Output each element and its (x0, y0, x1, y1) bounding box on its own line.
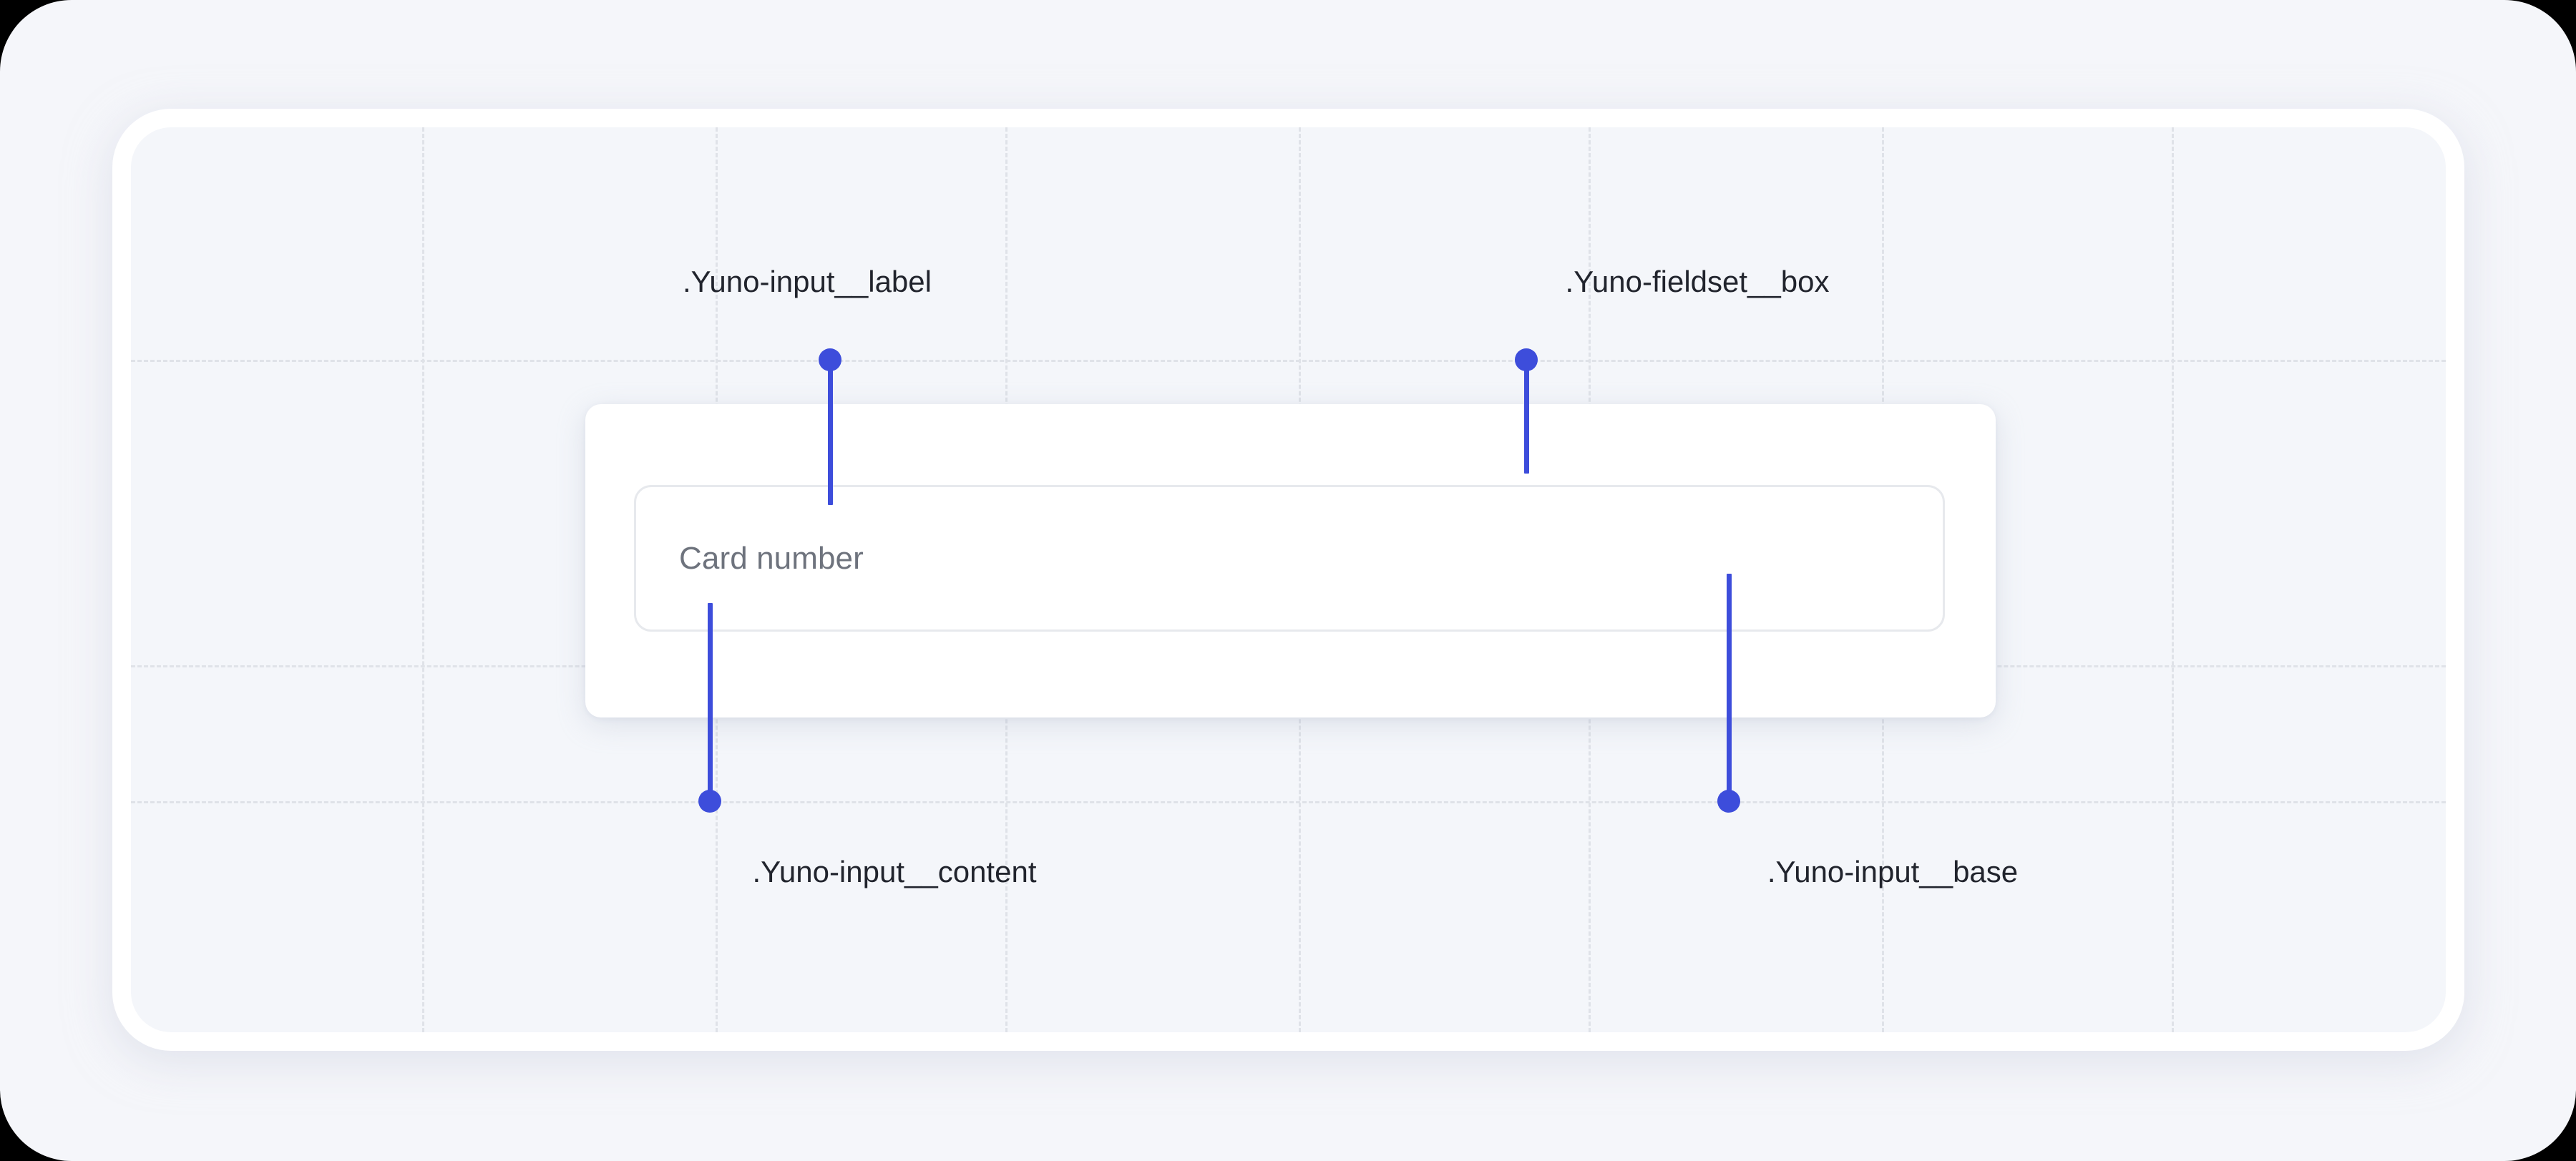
callout-stem-input-label (828, 360, 833, 505)
card-number-input-content: Card number (679, 487, 864, 630)
card-number-fieldset[interactable]: Card number (634, 485, 1945, 632)
grid-line-vertical (422, 127, 424, 1032)
callout-stem-input-base (1727, 574, 1732, 802)
callout-label-input-label: .Yuno-input__label (683, 265, 932, 298)
callout-stem-fieldset-box (1524, 360, 1529, 474)
card-number-placeholder: Card number (679, 540, 864, 576)
callout-stem-input-content (708, 603, 713, 802)
callout-label-input-base: .Yuno-input__base (1767, 855, 2019, 888)
payment-card-surface: Card number (585, 404, 1996, 717)
callout-label-fieldset-box: .Yuno-fieldset__box (1565, 265, 1830, 298)
grid-line-vertical (2172, 127, 2174, 1032)
grid-line-horizontal (131, 801, 2446, 803)
grid-line-horizontal (131, 360, 2446, 362)
callout-label-input-content: .Yuno-input__content (752, 855, 1037, 888)
